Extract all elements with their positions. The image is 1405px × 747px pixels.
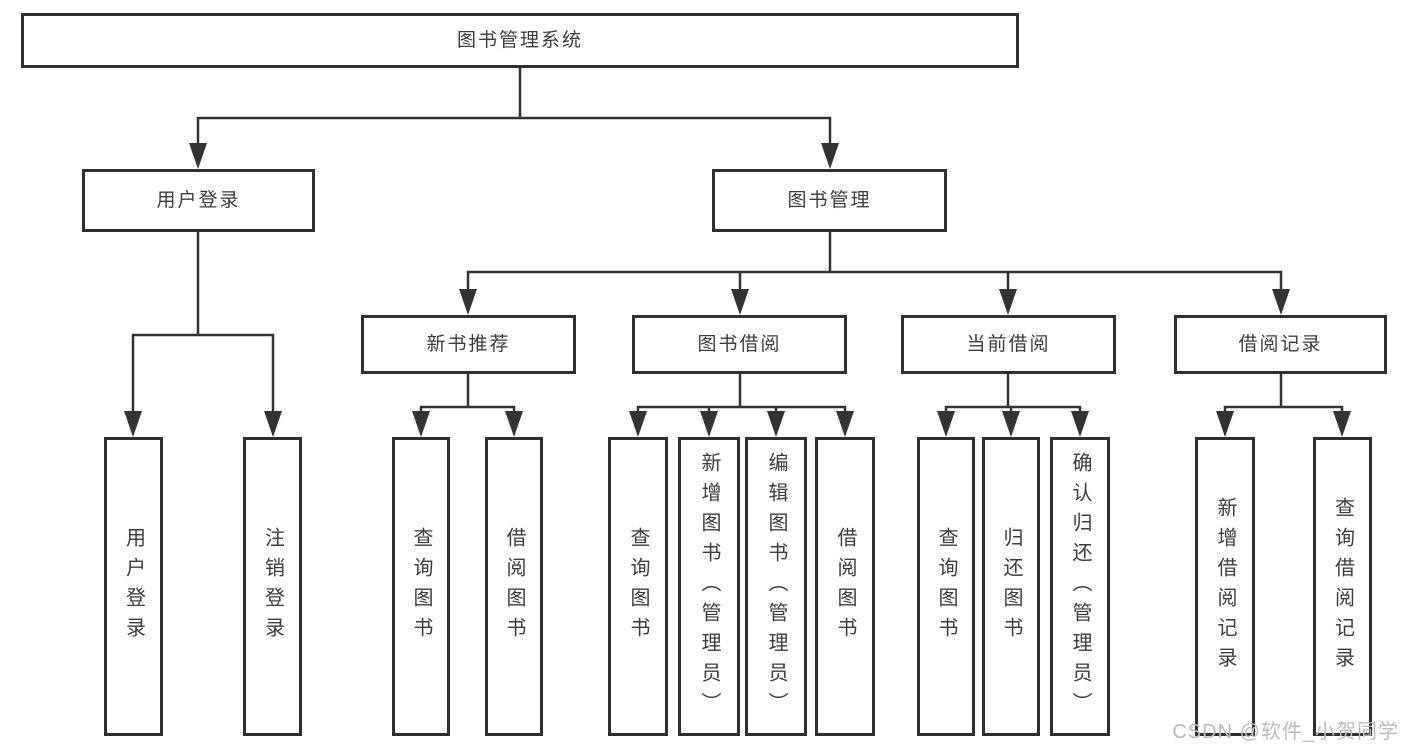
csdn-watermark: CSDN @软件_小贺同学 [1172,721,1399,743]
node-new-book-recommend: 新书推荐 [361,315,576,374]
node-user-login: 用户登录 [82,169,315,232]
node-book-management: 图书管理 [712,169,947,232]
leaf-borrow-books: 借阅图书 [815,437,875,736]
node-current-borrow: 当前借阅 [901,315,1116,374]
leaf-add-borrow-record: 新增借阅记录 [1195,437,1255,736]
leaf-confirm-return-admin: 确认归还（管理员） [1050,437,1110,736]
leaf-add-books-admin: 新增图书（管理员） [678,437,740,736]
leaf-query-books-borrow: 查询图书 [608,437,668,736]
leaf-edit-books-admin: 编辑图书（管理员） [745,437,807,736]
leaf-return-books: 归还图书 [982,437,1040,736]
leaf-user-login: 用户登录 [104,437,163,736]
node-borrow-records: 借阅记录 [1174,315,1387,374]
leaf-logout: 注销登录 [243,437,302,736]
node-root-system: 图书管理系统 [21,13,1019,68]
leaf-borrow-books-recommend: 借阅图书 [485,437,543,736]
leaf-query-borrow-record: 查询借阅记录 [1313,437,1372,736]
leaf-query-books-recommend: 查询图书 [392,437,450,736]
leaf-query-books-current: 查询图书 [917,437,975,736]
node-book-borrow: 图书借阅 [632,315,847,374]
